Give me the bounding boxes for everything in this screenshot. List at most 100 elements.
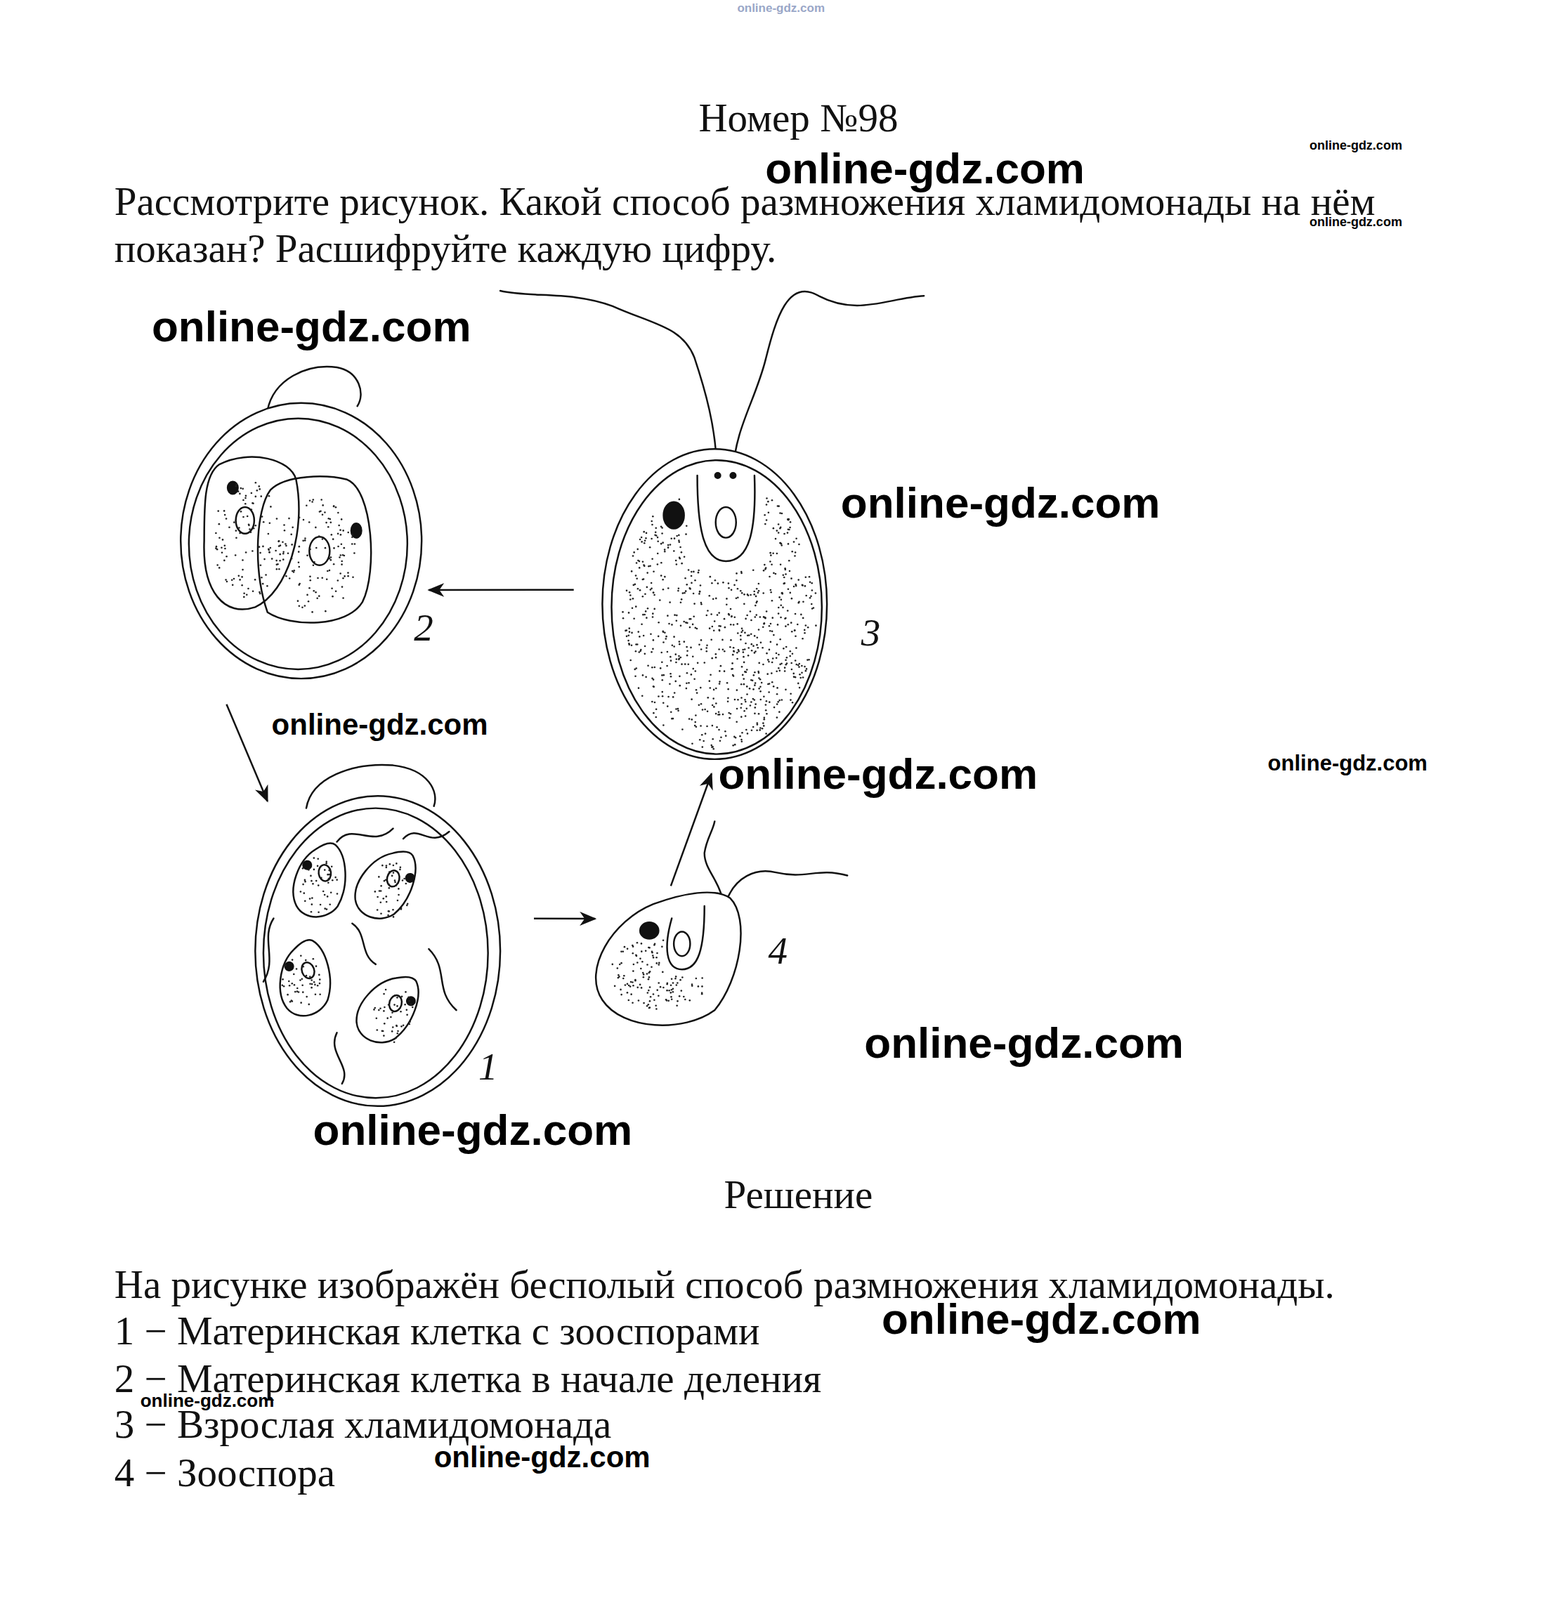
- stipple-dot: [382, 993, 385, 996]
- stipple-dot: [395, 884, 398, 887]
- stipple-dot: [640, 950, 643, 953]
- stipple-dot: [680, 562, 683, 565]
- stipple-dot: [321, 538, 324, 541]
- stipple-dot: [651, 677, 654, 681]
- stipple-dot: [670, 989, 674, 992]
- stipple-dot: [670, 998, 674, 1001]
- stipple-dot: [752, 698, 755, 701]
- stipple-dot: [660, 562, 663, 565]
- stipple-dot: [733, 650, 736, 653]
- stipple-dot: [753, 616, 756, 619]
- stipple-dot: [754, 604, 757, 607]
- stipple-dot: [224, 547, 227, 551]
- stipple-dot: [767, 511, 770, 514]
- stipple-dot: [639, 984, 642, 987]
- stipple-dot: [281, 984, 284, 987]
- watermark: online-gdz.com: [1309, 215, 1403, 230]
- stipple-dot: [297, 991, 300, 994]
- stipple-dot: [397, 887, 400, 891]
- stipple-dot: [639, 589, 642, 592]
- stipple-dot: [240, 487, 243, 490]
- stipple-dot: [309, 576, 312, 579]
- stipple-dot: [337, 533, 340, 536]
- stipple-dot: [621, 611, 624, 614]
- stipple-dot: [736, 623, 739, 626]
- stipple-dot: [311, 983, 314, 986]
- stipple-dot: [803, 629, 806, 632]
- stipple-dot: [680, 989, 683, 992]
- stipple-dot: [779, 542, 782, 545]
- stipple-dot: [723, 670, 726, 673]
- stipple-dot: [215, 545, 218, 548]
- stipple-dot: [719, 739, 722, 742]
- stipple-dot: [771, 661, 774, 664]
- stipple-dot: [632, 970, 635, 973]
- stipple-dot: [332, 563, 336, 566]
- stipple-dot: [736, 658, 739, 661]
- stipple-dot: [706, 725, 709, 728]
- stipple-dot: [732, 675, 735, 678]
- stipple-dot: [378, 890, 381, 893]
- stipple-dot: [767, 658, 770, 662]
- stipple-dot: [729, 713, 733, 716]
- stipple-dot: [315, 547, 318, 550]
- stipple-dot: [386, 1017, 389, 1020]
- stipple-dot: [691, 743, 694, 746]
- stipple-dot: [709, 673, 712, 676]
- stipple-dot: [781, 606, 785, 610]
- stipple-dot: [665, 635, 668, 638]
- stipple-dot: [281, 978, 284, 981]
- stipple-dot: [680, 598, 683, 601]
- stipple-dot: [641, 694, 644, 697]
- stipple-dot: [317, 884, 320, 887]
- stipple-dot: [779, 638, 782, 641]
- stipple-dot: [644, 592, 647, 596]
- stipple-dot: [313, 981, 316, 984]
- stipple-dot: [314, 984, 317, 987]
- stipple-dot: [686, 649, 689, 652]
- stipple-dot: [763, 716, 766, 719]
- stipple-dot: [276, 568, 279, 571]
- stipple-dot: [217, 510, 220, 513]
- stipple-dot: [218, 537, 221, 540]
- stipple-dot: [281, 540, 284, 544]
- stipple-dot: [736, 708, 739, 711]
- stipple-dot: [727, 700, 730, 703]
- stipple-dot: [625, 629, 629, 632]
- stipple-dot: [666, 614, 669, 617]
- stipple-dot: [410, 1003, 413, 1007]
- stipple-dot: [351, 543, 354, 546]
- stipple-dot: [342, 547, 345, 550]
- stipple-dot: [786, 531, 789, 534]
- stipple-dot: [744, 715, 747, 718]
- stipple-dot: [255, 495, 258, 499]
- stipple-dot: [278, 559, 282, 563]
- stipple-dot: [670, 659, 673, 662]
- stipple-dot: [262, 545, 265, 548]
- stipple-dot: [276, 563, 279, 566]
- stipple-dot: [396, 1032, 399, 1035]
- stipple-dot: [373, 1008, 376, 1011]
- stipple-dot: [629, 985, 632, 988]
- stipple-dot: [269, 547, 272, 550]
- stipple-dot: [628, 611, 631, 615]
- stipple-dot: [710, 746, 714, 749]
- stipple-dot: [305, 996, 308, 999]
- stipple-dot: [775, 670, 778, 673]
- stipple-dot: [710, 613, 713, 616]
- stipple-dot: [646, 963, 649, 966]
- stipple-dot: [318, 993, 322, 996]
- stipple-dot: [752, 726, 755, 729]
- stipple-dot: [631, 944, 634, 947]
- stipple-dot: [632, 984, 635, 988]
- stipple-dot: [675, 708, 678, 711]
- stipple-dot: [373, 1007, 376, 1010]
- stipple-dot: [388, 871, 391, 874]
- stipple-dot: [691, 668, 695, 671]
- stipple-dot: [778, 710, 781, 714]
- stipple-dot: [647, 1003, 650, 1007]
- stipple-dot: [644, 537, 648, 540]
- stipple-dot: [746, 693, 749, 696]
- stipple-dot: [296, 987, 299, 990]
- stipple-dot: [784, 663, 787, 666]
